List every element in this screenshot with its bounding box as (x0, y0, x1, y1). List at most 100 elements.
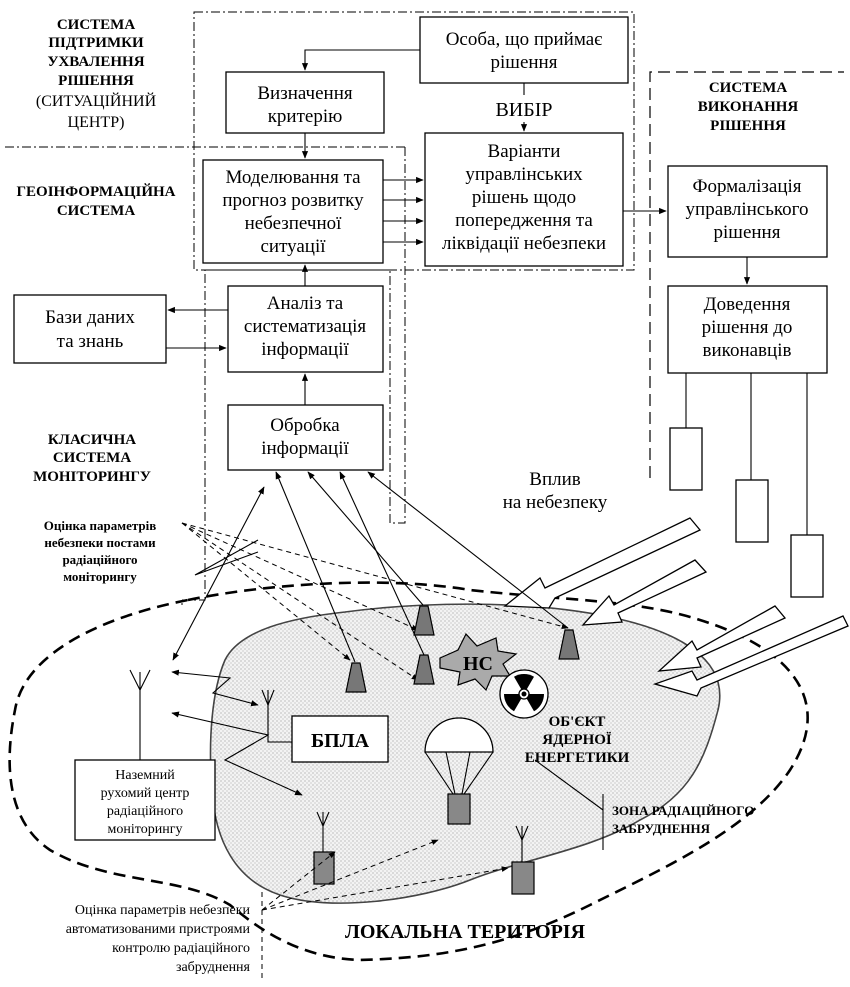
posts-estimate-dashed-lines (181, 522, 569, 681)
svg-text:ЯДЕРНОЇ: ЯДЕРНОЇ (542, 732, 612, 748)
processing-box: Обробка інформації (227, 404, 384, 471)
ground-center-box: Наземний рухомий центр радіаційного моні… (74, 759, 216, 841)
dss-title: СИСТЕМА ПІДТРИМКИ УХВАЛЕННЯ РІШЕННЯ (СИТ… (36, 17, 157, 131)
svg-text:Доведення: Доведення (704, 294, 791, 315)
svg-text:виконавців: виконавців (703, 340, 792, 361)
svg-text:Бази даних: Бази даних (45, 307, 135, 328)
dss-boundary (193, 11, 635, 271)
local-territory-label: ЛОКАЛЬНА ТЕРИТОРІЯ (345, 921, 586, 943)
svg-text:та знань: та знань (57, 331, 124, 352)
svg-text:КЛАСИЧНА: КЛАСИЧНА (48, 432, 136, 448)
choice-label: ВИБІР (495, 99, 552, 121)
svg-text:Наземний: Наземний (115, 768, 175, 783)
zone-pointer (534, 759, 604, 811)
influence-arrow-3 (657, 605, 787, 672)
modeling-box: Моделювання та прогноз розвитку небезпеч… (202, 159, 384, 264)
influence-label: Вплив (529, 469, 580, 490)
svg-text:радіаційного: радіаційного (107, 804, 183, 819)
arrow-decision-to-criterion (301, 49, 420, 71)
svg-text:СИСТЕМА: СИСТЕМА (53, 450, 132, 466)
execution-title: СИСТЕМА ВИКОНАННЯ РІШЕННЯ (698, 80, 799, 134)
svg-text:Обробка: Обробка (270, 415, 340, 436)
svg-text:ГЕОІНФОРМАЦІЙНА: ГЕОІНФОРМАЦІЙНА (17, 183, 176, 200)
svg-text:критерію: критерію (268, 106, 343, 127)
svg-text:МОНІТОРИНГУ: МОНІТОРИНГУ (33, 469, 151, 485)
svg-text:ПІДТРИМКИ: ПІДТРИМКИ (48, 35, 144, 51)
svg-text:управлінського: управлінського (686, 199, 809, 220)
svg-text:моніторингу: моніторингу (108, 822, 183, 837)
svg-text:СИСТЕМА: СИСТЕМА (57, 203, 136, 219)
execution-boundary (649, 71, 844, 478)
criterion-box: Визначення критерію (225, 71, 385, 134)
svg-text:УХВАЛЕННЯ: УХВАЛЕННЯ (47, 54, 144, 70)
link-tower-2 (307, 471, 424, 606)
databases-box: Бази даних та знань (13, 294, 167, 364)
influence-label-2: на небезпеку (503, 492, 608, 513)
analysis-box: Аналіз та систематизація інформації (227, 285, 384, 373)
svg-text:НС: НС (463, 653, 493, 675)
svg-text:забруднення: забруднення (176, 960, 251, 975)
monitoring-boundary (181, 269, 391, 605)
svg-text:управлінських: управлінських (465, 164, 583, 185)
antenna-ground-center (129, 669, 151, 760)
svg-text:небезпечної: небезпечної (245, 213, 343, 234)
svg-text:систематизація: систематизація (244, 316, 366, 337)
svg-text:ОБ'ЄКТ: ОБ'ЄКТ (549, 714, 606, 730)
svg-text:радіаційного: радіаційного (62, 552, 137, 567)
parachute-sensor (424, 717, 494, 825)
svg-text:рішення до: рішення до (702, 317, 793, 338)
svg-text:контролю радіаційного: контролю радіаційного (112, 941, 250, 956)
svg-text:ЗОНА РАДІАЦІЙНОГО: ЗОНА РАДІАЦІЙНОГО (612, 803, 754, 818)
auto-estimate-dashed-lines (261, 839, 509, 911)
influence-arrow-2 (581, 559, 708, 626)
svg-text:Варіанти: Варіанти (488, 141, 561, 162)
posts-estimate-label: Оцінка параметрів небезпеки постами раді… (44, 518, 157, 584)
svg-text:рухомий центр: рухомий центр (101, 786, 190, 801)
auto-estimate-label: Оцінка параметрів небезпеки автоматизова… (66, 903, 251, 975)
radio-link-drone (171, 669, 259, 707)
emergency-burst: НС (439, 632, 518, 692)
monitoring-post-3 (413, 654, 435, 685)
radiation-icon (499, 669, 549, 719)
svg-text:Моделювання та: Моделювання та (225, 167, 361, 188)
svg-text:Оцінка параметрів: Оцінка параметрів (44, 518, 157, 533)
link-tower-1 (275, 471, 356, 663)
monitoring-post-4 (558, 629, 580, 660)
posts-bracket (194, 539, 259, 576)
svg-text:рішення: рішення (491, 52, 558, 73)
radio-link-device (171, 711, 303, 796)
zone-label: ЗОНА РАДІАЦІЙНОГО ЗАБРУДНЕННЯ (612, 803, 754, 836)
influence-arrow-1 (503, 517, 702, 609)
influence-arrow-4 (652, 615, 849, 697)
gis-title: ГЕОІНФОРМАЦІЙНА СИСТЕМА (17, 183, 176, 219)
svg-text:СИСТЕМА: СИСТЕМА (57, 17, 136, 33)
svg-text:рішень щодо: рішень щодо (472, 187, 576, 208)
npp-label: ОБ'ЄКТ ЯДЕРНОЇ ЕНЕРГЕТИКИ (525, 714, 630, 766)
svg-text:(СИТУАЦІЙНИЙ: (СИТУАЦІЙНИЙ (36, 91, 157, 110)
svg-text:моніторингу: моніторингу (63, 569, 137, 584)
svg-text:ліквідації небезпеки: ліквідації небезпеки (442, 233, 606, 254)
svg-text:ситуації: ситуації (260, 236, 326, 257)
variants-box: Варіанти управлінських рішень щодо попер… (424, 132, 624, 267)
drone: БПЛА (291, 715, 389, 763)
svg-text:інформації: інформації (261, 438, 349, 459)
monitoring-post-2 (413, 605, 435, 636)
svg-text:ЗАБРУДНЕННЯ: ЗАБРУДНЕННЯ (612, 821, 711, 836)
svg-text:прогноз розвитку: прогноз розвитку (222, 190, 364, 211)
auto-device-1 (313, 811, 335, 885)
svg-text:Особа, що приймає: Особа, що приймає (446, 29, 603, 50)
executors (669, 373, 824, 598)
link-tower-4 (367, 471, 569, 629)
formalization-box: Формалізація управлінського рішення (667, 165, 828, 258)
svg-text:попередження та: попередження та (455, 210, 593, 231)
svg-text:інформації: інформації (261, 339, 349, 360)
link-ground-center (172, 486, 265, 661)
gis-boundary (390, 147, 406, 524)
svg-text:Формалізація: Формалізація (692, 176, 801, 197)
svg-text:ВИКОНАННЯ: ВИКОНАННЯ (698, 99, 799, 115)
svg-text:БПЛА: БПЛА (311, 730, 370, 752)
svg-text:Визначення: Визначення (257, 83, 353, 104)
svg-text:ЕНЕРГЕТИКИ: ЕНЕРГЕТИКИ (525, 750, 630, 766)
